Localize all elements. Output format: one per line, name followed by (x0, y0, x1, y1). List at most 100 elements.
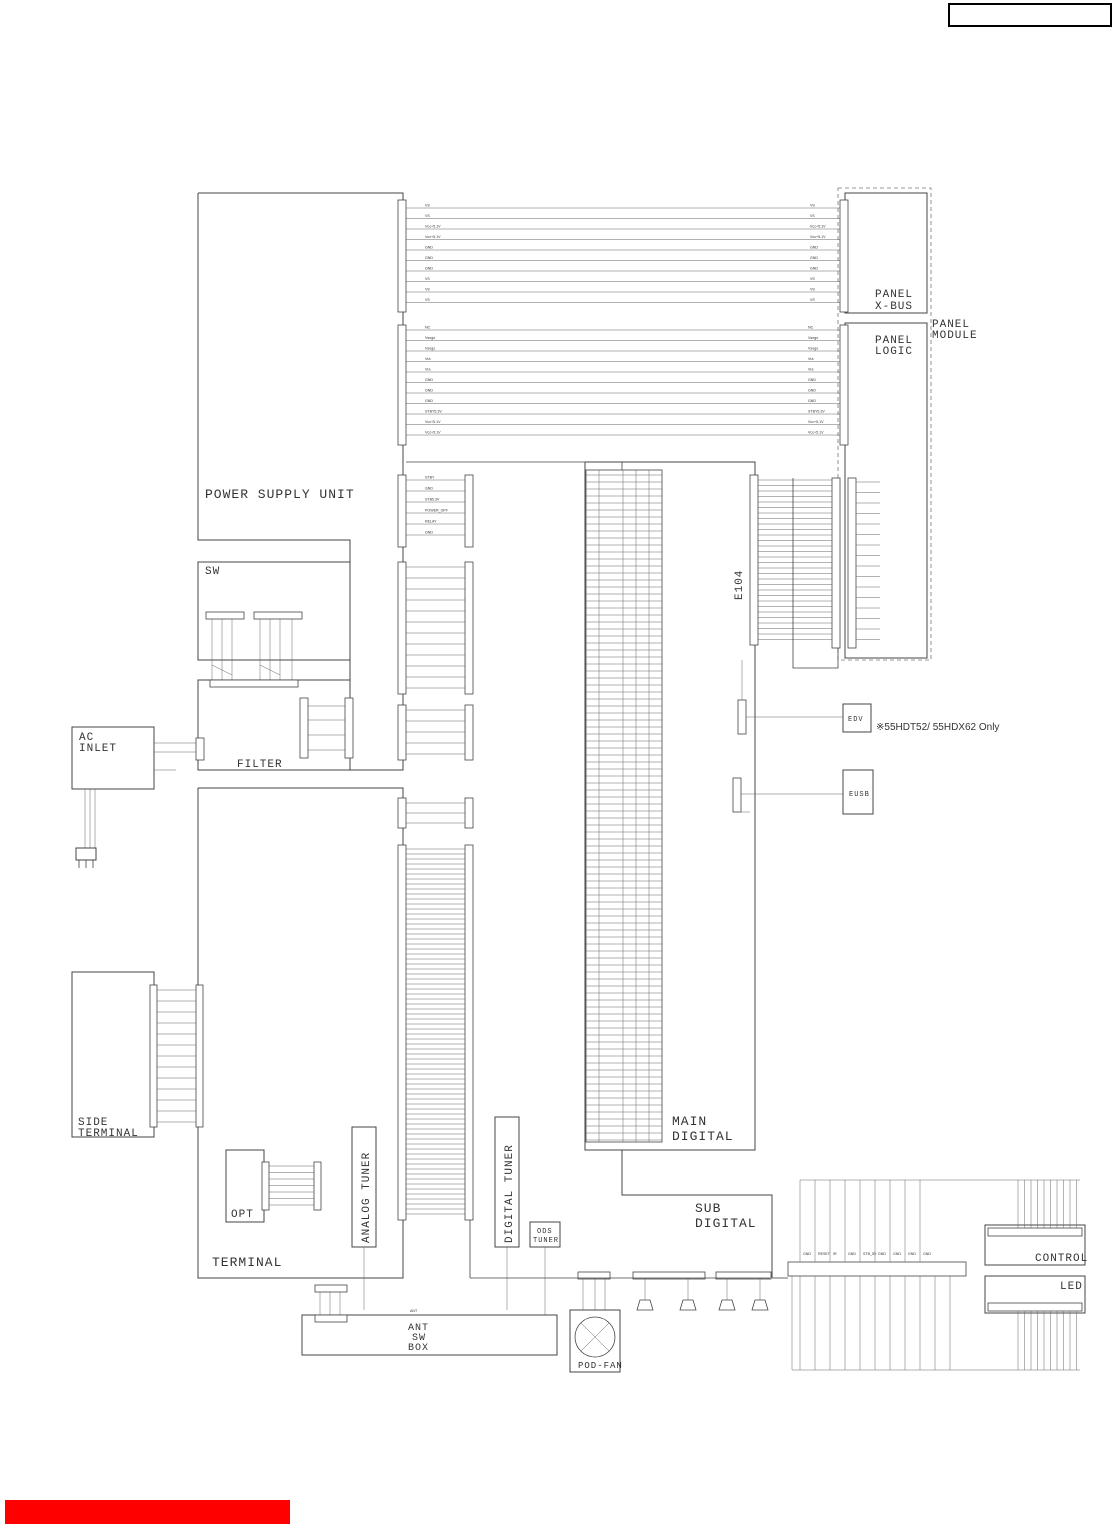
ant-sw-box-label: ANT (408, 1323, 429, 1334)
logic-signal-label-right: STBY5.3V (808, 410, 825, 414)
fan-icon (574, 1316, 616, 1358)
psu-signal-label: STB5.3V (425, 498, 440, 502)
ant-sw-box-sub2: BOX (408, 1343, 429, 1354)
connector-main-digital-pins (585, 469, 663, 1143)
xbus-signal-label-right: Vcc+5.1V (810, 225, 826, 229)
connector-speaker-a (632, 1271, 706, 1280)
connector-pg3 (464, 704, 474, 761)
side-terminal-label: SIDE (78, 1117, 108, 1129)
led-block (984, 1275, 1086, 1314)
sw-block (197, 561, 351, 661)
logic-signal-label: Vsego (425, 347, 435, 351)
ant-sw-box-sub1: SW (412, 1333, 426, 1344)
xbus-signal-label-right: GND (810, 267, 818, 271)
logic-signal-label-right: Vsego (808, 347, 818, 351)
control-block (984, 1224, 1086, 1266)
logic-signal-label: STBY5.3V (425, 410, 442, 414)
sub-digital-pin-label: RESET (818, 1252, 831, 1256)
logic-signal-label: Vra (425, 368, 430, 372)
connector-filter-in (195, 737, 205, 761)
side-terminal-block (71, 971, 155, 1138)
connector-opt-b (313, 1161, 322, 1211)
xbus-signal-label: VS (425, 204, 430, 208)
edv-label: EDV (848, 716, 864, 724)
logic-signal-label-right: Vra (808, 368, 813, 372)
xbus-signal-label: VS (425, 214, 430, 218)
red-bar (5, 1500, 290, 1524)
sub-digital-pin-label: GND (878, 1252, 886, 1256)
connector-ant-top (314, 1284, 348, 1293)
xbus-signal-label-right: VS (810, 298, 815, 302)
connector-sw2 (253, 611, 303, 620)
filter-block (197, 679, 351, 771)
analog-tuner-label: ANALOG TUNER (361, 1152, 373, 1243)
control-led-harness (1017, 1180, 1077, 1370)
panel-logic-block (844, 322, 928, 659)
connector-ant-box (314, 1314, 348, 1323)
psu-signal-label: RELAY (425, 520, 437, 524)
edv-block (842, 703, 872, 733)
logic-signal-label-right: Vsego (808, 336, 818, 340)
connector-opt-a (261, 1161, 270, 1211)
sub-digital-outline (621, 1150, 773, 1278)
opt-harness (269, 1165, 314, 1206)
sub-digital-pin-label: GND (848, 1252, 856, 1256)
connector-e104 (749, 474, 759, 646)
xbus-signal-label: Vcc+5.1V (425, 225, 441, 229)
connector-logic-a (831, 477, 841, 649)
connector-cn70 (397, 561, 407, 695)
sub-digital-pin-label: GND (803, 1252, 811, 1256)
connector-pcb1 (987, 1227, 1083, 1237)
ods-tuner-sub: TUNER (533, 1237, 559, 1245)
sub-digital-label: SUB (695, 1201, 721, 1216)
connector-side-b (195, 984, 204, 1128)
psu-signal-label: GND (425, 487, 433, 491)
main-digital-outline (584, 461, 756, 1151)
main-digital-sub: DIGITAL (672, 1129, 734, 1144)
logic-signal-label-right: NC (808, 326, 814, 330)
xbus-signal-label-right: GND (810, 256, 818, 260)
sub-digital-pin-label: STB_5V (863, 1252, 877, 1256)
control-label: CONTROL (1035, 1253, 1088, 1265)
connector-cn80 (397, 704, 407, 761)
connector-pcb2 (987, 1302, 1083, 1312)
psu-signal-label: GND (425, 531, 433, 535)
panel-module-outline (837, 187, 932, 661)
terminal-label: TERMINAL (212, 1255, 282, 1270)
xbus-signal-label: VS (425, 277, 430, 281)
connector-pg5 (464, 844, 474, 1221)
main-digital-pin-table (586, 470, 662, 1142)
logic-signal-label: Vsego (425, 336, 435, 340)
ac-inlet-sub: INLET (79, 743, 117, 755)
panel-module-label: PANEL (932, 319, 970, 331)
xbus-signal-label: VS (425, 288, 430, 292)
xbus-signal-label-right: VS (810, 204, 815, 208)
logic-signal-label: NC (425, 326, 431, 330)
xbus-signal-label: GND (425, 246, 433, 250)
sub-digital-sub: DIGITAL (695, 1216, 757, 1231)
connector-filter-top (209, 679, 299, 688)
connector-cn-logic (839, 324, 849, 446)
connector-j401 (737, 699, 747, 735)
terminal-harness (406, 802, 465, 1215)
e104-label: E104 (734, 570, 746, 600)
panel-module-sub: MODULE (932, 330, 978, 342)
filter-label: FILTER (237, 759, 283, 771)
connector-pg1 (464, 474, 474, 548)
eusb-label: EUSB (849, 791, 870, 799)
page-number-box (948, 3, 1112, 27)
logic-signal-label-right: GND (808, 378, 816, 382)
connector-j402 (732, 777, 742, 813)
connector-cn-xbus (839, 199, 849, 313)
sub-digital-pin-label: GND (908, 1252, 916, 1256)
xbus-signal-label-right: VS (810, 214, 815, 218)
sub-digital-pin-label: GND (923, 1252, 931, 1256)
side-terminal-harness (157, 989, 196, 1123)
logic-signal-label: Vcc+5.1V (425, 420, 441, 424)
ant-label: ANT (410, 1309, 418, 1313)
main-digital-label: MAIN (672, 1114, 707, 1129)
panel-xbus-sub: X-BUS (875, 301, 913, 313)
